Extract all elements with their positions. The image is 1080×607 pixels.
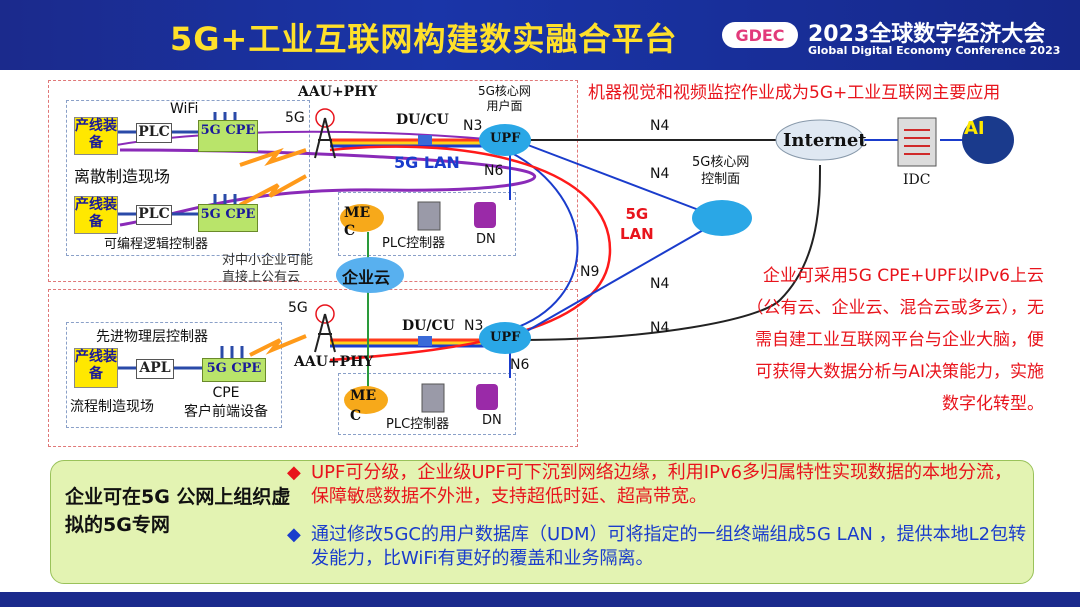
top-factory-subzone [66,100,310,256]
n6-label-bottom: N6 [510,357,530,373]
control-plane-label: 5G核心网 控制面 [692,155,750,187]
n9-label: N9 [580,264,600,280]
ducu-icon-bottom [418,336,432,346]
mec-label-bottom: MEC [350,388,377,424]
antenna-tower-icon-top [314,108,336,159]
wifi-label: WiFi [170,101,199,117]
apl-box: APL [136,359,174,379]
plc-controller-label-top: PLC控制器 [382,236,446,251]
device-box-top-2: 产线装备 [74,196,118,234]
enterprise-cloud-label: 企业云 [342,268,391,287]
public-cloud-note: 对中小企业可能 直接上公有云 [222,253,314,285]
page-title: 5G+工业互联网构建数实融合平台 [170,20,678,58]
conference-name-cn: 2023全球数字经济大会 [808,22,1046,47]
internet-cloud-icon [775,119,865,161]
device-label: 产线装备 [75,118,117,151]
upf-core-label: 5G核心网 用户面 [478,84,531,113]
antenna-label-top: AAU+PHY [298,84,378,100]
top-site-zone [48,80,578,282]
cpe-caption: CPE 客户前端设备 [184,385,268,420]
conference-name-en: Global Digital Economy Conference 2023 [808,44,1061,57]
dn-icon-bottom [476,384,498,410]
n4-label-1: N4 [650,118,670,134]
summary-heading: 企业可在5G 公网上组织虚拟的5G专网 [65,486,291,536]
gdec-logo: GDEC [722,22,798,48]
site-label-process: 流程制造现场 [70,399,154,415]
upf-cloud-icon-bottom [479,322,531,354]
n3-label-bottom: N3 [464,318,484,334]
plc-box-top-1: PLC [136,123,172,143]
cpe-box-top-2: 5G CPE [198,204,258,232]
upf-label-top: UPF [490,131,521,146]
dn-icon-top [474,202,496,228]
antenna-tower-icon-bottom [314,304,336,353]
logo-text: GDEC [735,26,784,45]
cpe-box-top-1: 5G CPE [198,120,258,152]
ducu-label-top: DU/CU [396,112,449,128]
bullet-lan: ◆ 通过修改5GC的用户数据库（UDM）可将指定的一组终端组成5G LAN ，提… [287,523,1027,571]
internet-label: Internet [783,130,867,151]
fiveg-label-top: 5G [285,110,305,126]
dn-label-bottom: DN [482,413,502,428]
bottom-factory-subzone [66,322,282,428]
footer-bar [0,592,1080,607]
bullet-lan-text: 通过修改5GC的用户数据库（UDM）可将指定的一组终端组成5G LAN ，提供本… [311,524,1027,569]
n4-label-3: N4 [650,276,670,292]
enterprise-cloud-icon [336,257,404,293]
idc-server-icon [897,117,937,167]
n4-label-2: N4 [650,166,670,182]
device-box-top-1: 产线装备 [74,117,118,155]
n3-label-top: N3 [463,118,483,134]
control-plane-cloud-icon [692,200,752,236]
lan-label-red: 5G LAN [620,205,654,243]
cpe-box-bottom: 5G CPE [202,358,266,382]
site-label-discrete: 离散制造现场 [74,167,171,186]
device-label: 产线装备 [75,197,117,230]
ducu-icon-top [418,135,432,145]
ai-brain-icon [962,116,1014,164]
bullet-upf-text: UPF可分级，企业级UPF可下沉到网络边缘，利用IPv6多归属特性实现数据的本地… [311,462,1013,507]
device-label: 产线装备 [75,349,117,382]
plc-server-icon-top [417,201,441,231]
mec-label-top: MEC [344,205,371,239]
bottom-summary-panel: 企业可在5G 公网上组织虚拟的5G专网 ◆ UPF可分级，企业级UPF可下沉到网… [50,460,1034,584]
plc-controller-label-bottom: PLC控制器 [386,417,450,432]
right-description: 企业可采用5G CPE+UPF以IPv6上云（公有云、企业云、混合云或多云），无… [746,266,1045,414]
plc-box-top-2: PLC [136,205,172,225]
header-bar: 5G+工业互联网构建数实融合平台 GDEC 2023全球数字经济大会 Globa… [0,0,1080,70]
lan-label-top: 5G LAN [394,153,460,172]
top-mec-subzone [338,192,516,256]
n4-label-4: N4 [650,320,670,336]
idc-label: IDC [903,172,931,188]
bullet-upf: ◆ UPF可分级，企业级UPF可下沉到网络边缘，利用IPv6多归属特性实现数据的… [287,461,1027,509]
dn-label-top: DN [476,232,496,247]
device-box-bottom: 产线装备 [74,348,118,388]
mec-cloud-icon-top [340,204,384,232]
bottom-mec-subzone [338,373,516,435]
upf-cloud-icon-top [479,124,531,156]
upf-label-bottom: UPF [490,330,521,345]
mec-cloud-icon-bottom [344,386,388,414]
antenna-label-bottom: AAU+PHY [294,354,374,370]
controller-label-top: 可编程逻辑控制器 [104,237,209,252]
plc-server-icon-bottom [421,383,445,413]
controller-label-bottom: 先进物理层控制器 [96,329,208,345]
ducu-label-bottom: DU/CU [402,318,455,334]
n6-label-top: N6 [484,163,504,179]
diamond-icon: ◆ [287,524,301,545]
right-title: 机器视觉和视频监控作业成为5G+工业互联网主要应用 [588,83,1001,103]
diamond-icon: ◆ [287,462,301,483]
fiveg-label-bottom: 5G [288,300,308,316]
ai-label: AI [964,118,985,139]
bottom-site-zone [48,289,578,447]
